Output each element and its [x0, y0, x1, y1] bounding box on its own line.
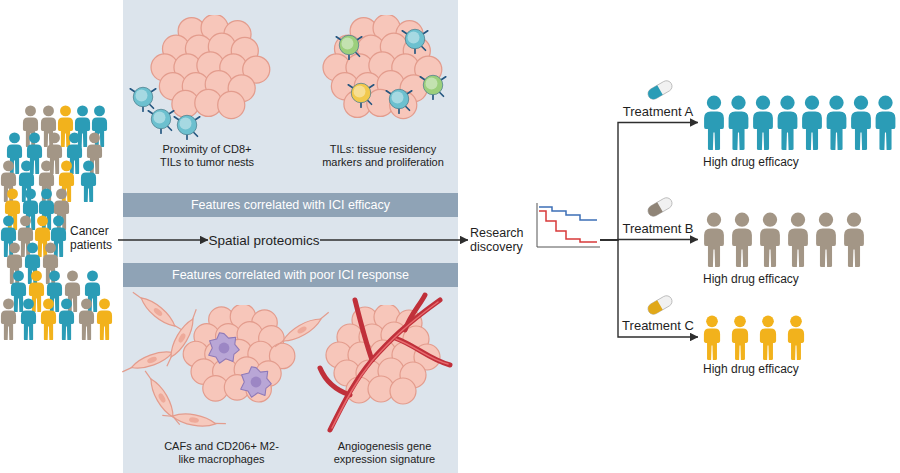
node-text: Cancer patients	[70, 224, 118, 252]
tumor-nest	[323, 14, 442, 118]
vessel	[320, 368, 350, 395]
person-icon	[81, 160, 96, 202]
caf-cell	[272, 309, 333, 350]
person-icon	[732, 315, 748, 360]
t-cell	[130, 87, 156, 111]
t-cell	[148, 109, 174, 133]
macrophage	[241, 367, 272, 398]
node-text: Features correlated with ICI efficacy	[191, 198, 390, 212]
vessel-highlight	[332, 302, 438, 428]
macrophage	[209, 333, 240, 364]
pill-half	[646, 300, 663, 316]
patient-group: High drug efficacy	[698, 95, 900, 171]
edge-label: Treatment C	[622, 318, 694, 333]
panel-background	[123, 0, 458, 473]
node-text: Spatial proteomics	[208, 233, 319, 248]
caption-label: CAFs and CD206+ M2-like macrophages	[164, 440, 279, 466]
person-icon	[844, 213, 864, 267]
feature-band: Features correlated with ICI efficacy	[123, 193, 458, 217]
survival-curve	[539, 211, 597, 242]
pill-shell	[646, 79, 674, 102]
vessel-highlight	[396, 339, 448, 364]
pill-half	[646, 85, 663, 101]
pill-shell	[646, 196, 674, 219]
edge-label: Treatment B	[622, 221, 693, 236]
person-icon	[760, 213, 780, 267]
edge-label: Treatment A	[623, 104, 693, 119]
node-text: Features correlated with poor ICI respon…	[172, 268, 409, 282]
person-icon	[827, 96, 847, 150]
tumor-nest	[183, 304, 295, 402]
patient-group	[704, 213, 864, 267]
person-icon	[778, 96, 798, 150]
node-text: High drug efficacy	[703, 362, 799, 376]
flow-arrow	[118, 239, 208, 240]
person-icon	[788, 213, 808, 267]
t-cell	[348, 83, 374, 107]
node-text: High drug efficacy	[703, 155, 799, 169]
person-icon	[704, 96, 724, 150]
caption-label: Angiogenesis gene expression signature	[327, 440, 442, 466]
person-icon	[816, 213, 836, 267]
person-icon	[729, 96, 749, 150]
vessel	[355, 300, 372, 360]
blood-vessels	[320, 295, 450, 430]
flow-arrow	[320, 239, 468, 240]
person-icon	[21, 298, 36, 340]
person-icon	[788, 315, 804, 360]
node-text: Research discovery	[470, 226, 536, 254]
t-cell	[336, 35, 362, 59]
survival-curve	[539, 207, 597, 220]
t-cell	[420, 75, 446, 99]
pill-icon	[646, 79, 674, 102]
person-icon	[876, 96, 896, 150]
person-icon	[97, 298, 112, 340]
patient-group	[704, 96, 895, 150]
flow-arrow	[600, 240, 698, 337]
pill-icon	[646, 196, 674, 219]
pill-half	[646, 202, 663, 218]
feature-band: Features correlated with poor ICI respon…	[123, 263, 458, 287]
person-icon	[802, 96, 822, 150]
patients-group: Cancer patients	[0, 100, 118, 345]
person-icon	[704, 213, 724, 267]
person-icon	[79, 298, 94, 340]
person-icon	[41, 298, 56, 340]
chart-axes	[537, 203, 600, 247]
caf-cell	[130, 287, 186, 336]
discovery-box: Research discovery	[468, 200, 600, 256]
caption-label: Proximity of CD8+ TILs to tumor nests	[152, 143, 262, 169]
caption-label: TILs: tissue residency markers and proli…	[318, 143, 448, 169]
patient-crowd	[1, 105, 112, 340]
person-icon	[704, 315, 720, 360]
vessel-highlights	[332, 302, 448, 428]
vessel	[330, 300, 440, 430]
pill-shell	[646, 294, 674, 317]
person-icon	[732, 213, 752, 267]
patient-group	[704, 315, 804, 360]
t-cell	[402, 29, 428, 53]
person-icon	[760, 315, 776, 360]
patient-group: High drug efficacy	[698, 212, 875, 288]
node-text: High drug efficacy	[703, 272, 799, 286]
flow-arrow	[600, 123, 698, 241]
person-icon	[753, 96, 773, 150]
pill-icon	[646, 294, 674, 317]
vessel	[395, 338, 450, 365]
person-icon	[1, 298, 16, 340]
t-cell	[174, 115, 200, 139]
caf-cell	[162, 409, 227, 430]
tumor-nest	[151, 14, 270, 118]
process-label: Spatial proteomics	[208, 231, 320, 249]
patient-group: High drug efficacy	[698, 315, 821, 377]
flow-arrow	[600, 239, 698, 241]
person-icon	[59, 298, 74, 340]
person-icon	[851, 96, 871, 150]
t-cell	[386, 89, 412, 113]
